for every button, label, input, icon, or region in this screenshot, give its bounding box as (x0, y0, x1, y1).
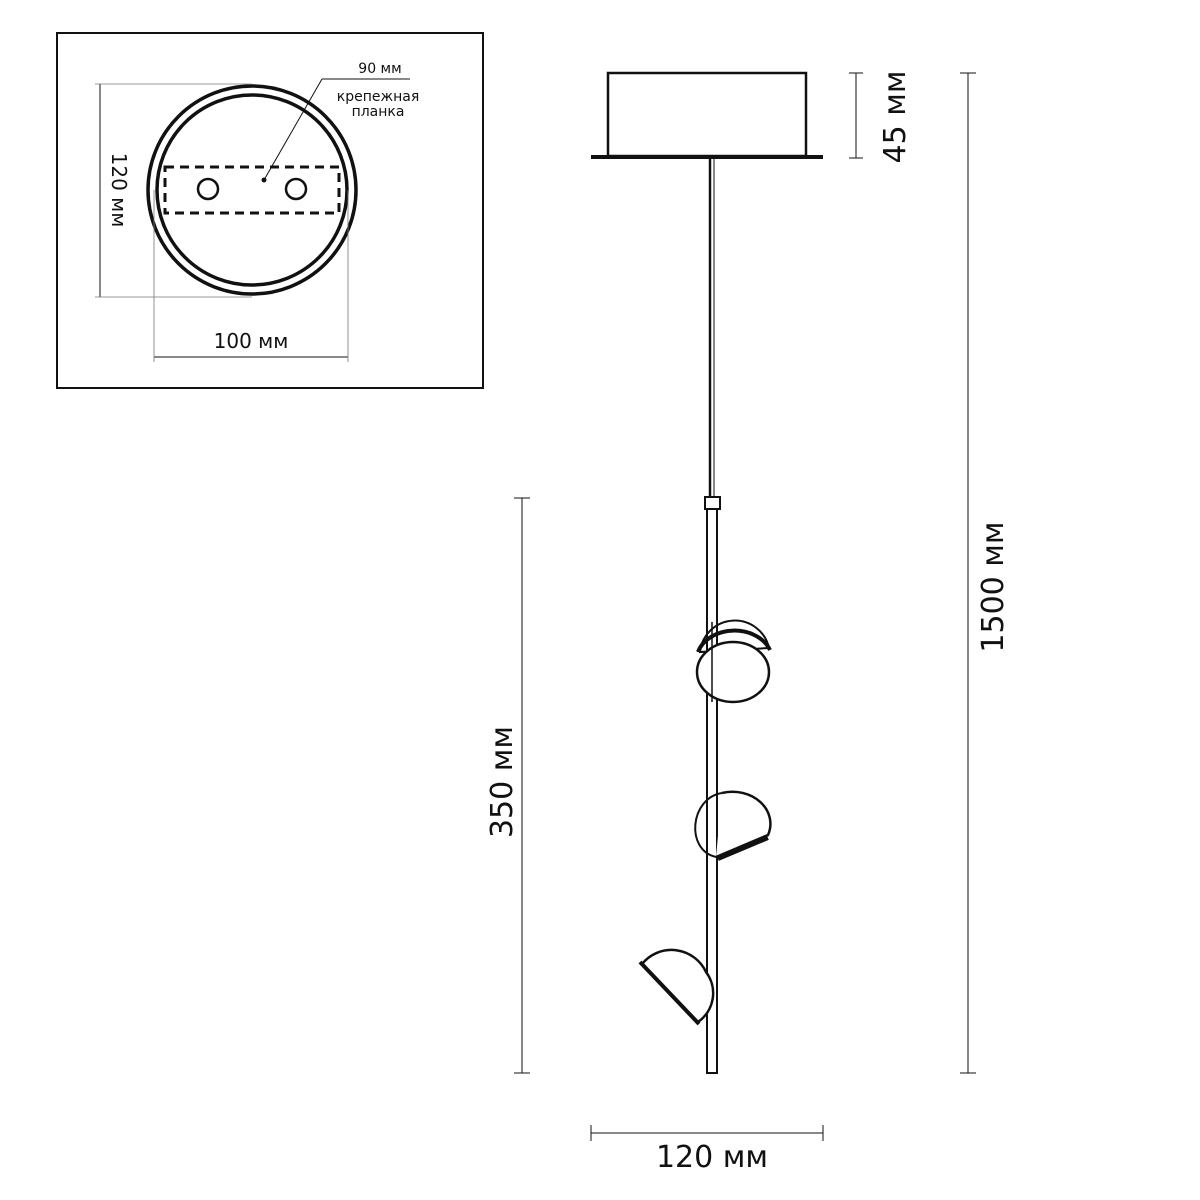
lamp-side-view: 45 мм 1500 мм 350 мм 120 мм (485, 71, 1011, 1175)
canopy-inner-ring (155, 93, 349, 287)
canopy-body (606, 71, 808, 158)
bracket-leader-line (263, 78, 323, 181)
dim-100-label: 100 мм (214, 329, 289, 353)
dim-45-label: 45 мм (878, 71, 913, 164)
dim-1500-label: 1500 мм (976, 521, 1011, 652)
middle-shade (694, 790, 772, 861)
upper-shade (695, 619, 772, 704)
mounting-bracket-outline (163, 165, 341, 215)
inset-frame (56, 32, 484, 389)
bracket-label-line1: крепежная (337, 89, 420, 105)
canopy-plate (591, 155, 823, 159)
bracket-screw-hole-right (284, 177, 308, 201)
dim-120-vertical-label: 120 мм (107, 153, 131, 228)
cable-connector (704, 496, 721, 510)
lower-shade (638, 948, 715, 1026)
dim-90-label: 90 мм (358, 61, 401, 77)
bracket-screw-hole-left (196, 177, 220, 201)
dim-350-label: 350 мм (485, 726, 520, 838)
lamp-rod (706, 508, 718, 1074)
canopy-outer-ring (146, 84, 358, 296)
dim-120-bottom-label: 120 мм (656, 1140, 768, 1175)
bracket-label-line2: планка (352, 104, 405, 120)
canopy-top-view-inset: 90 мм крепежная планка 120 мм 100 мм (56, 32, 484, 389)
